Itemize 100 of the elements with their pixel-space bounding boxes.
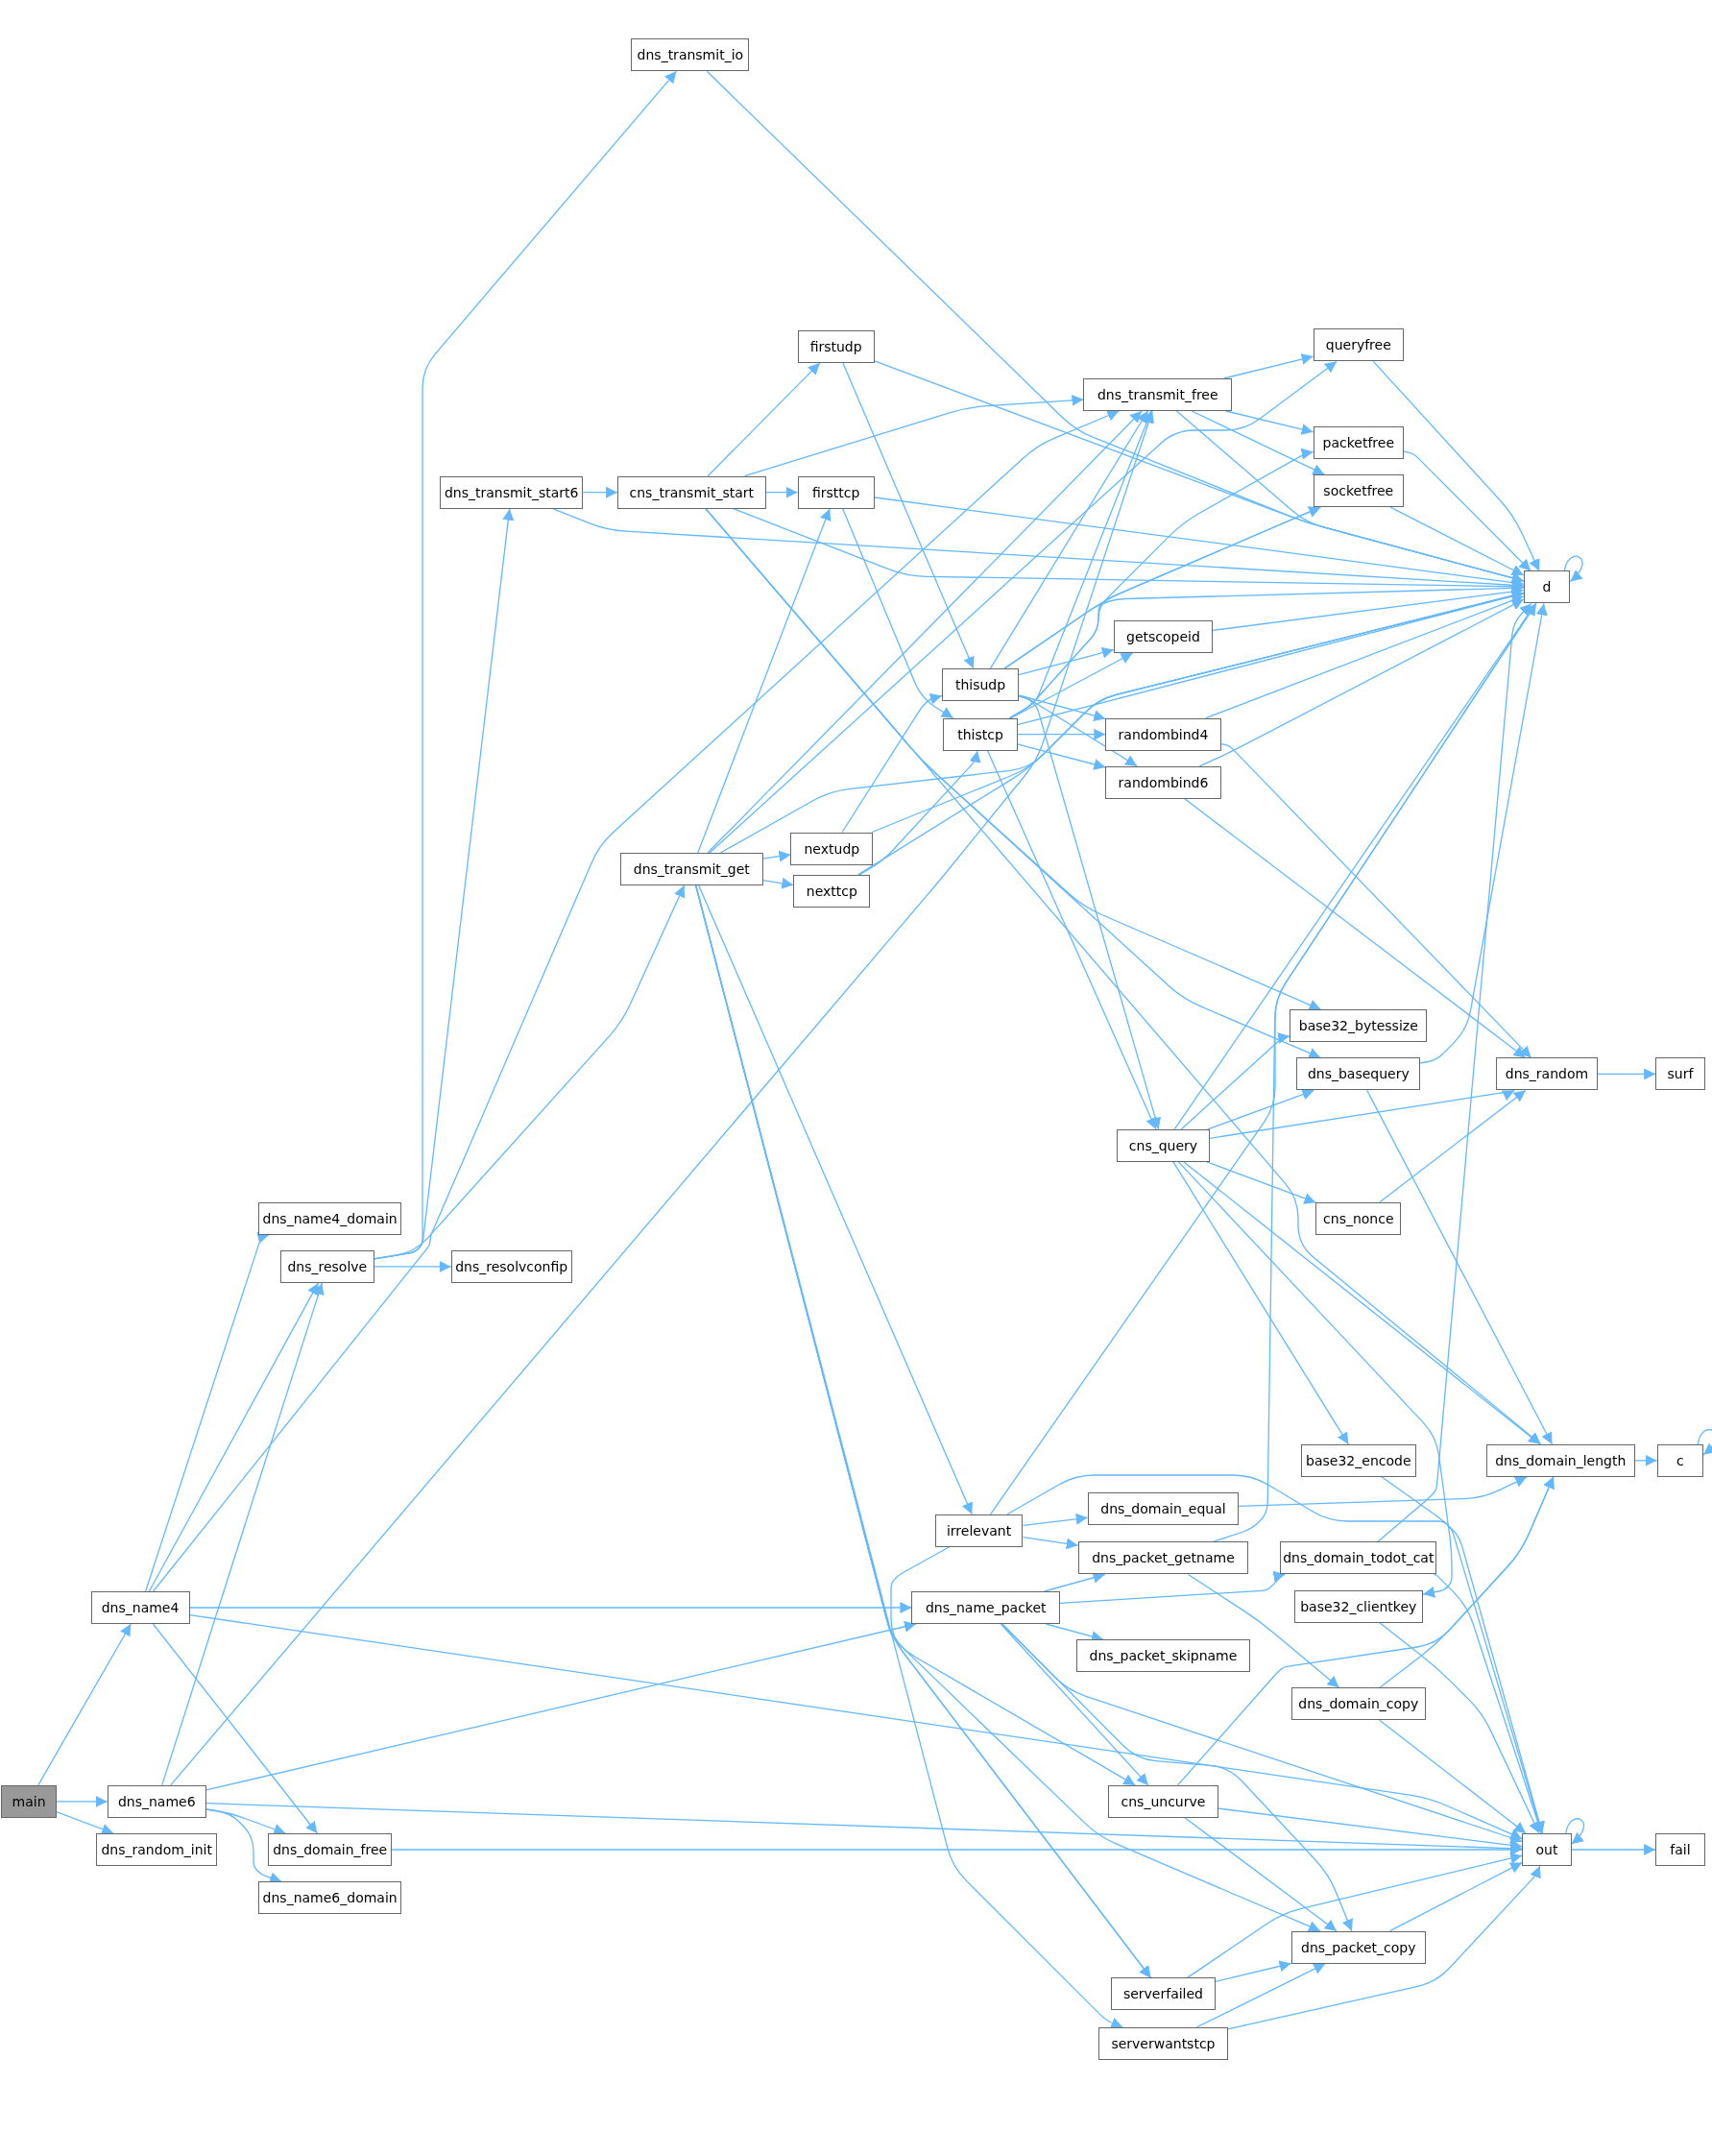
call-arrow bbox=[1419, 602, 1548, 1064]
call-arrow bbox=[1184, 1817, 1338, 1932]
call-arrow bbox=[1175, 410, 1525, 584]
call-arrow bbox=[1186, 1853, 1523, 1979]
call-arrow bbox=[1403, 450, 1531, 572]
call-arrow bbox=[1017, 591, 1525, 726]
call-arrow bbox=[1366, 1089, 1554, 1445]
call-arrow bbox=[707, 410, 1143, 854]
function-box: dns_packet_copy bbox=[1290, 1930, 1426, 1964]
call-arrow bbox=[698, 884, 973, 1515]
function-box: c bbox=[1656, 1443, 1704, 1477]
call-arrow bbox=[1379, 1089, 1527, 1203]
call-arrow bbox=[842, 362, 975, 669]
function-box: firstudp bbox=[797, 329, 875, 363]
call-arrow bbox=[1195, 1963, 1326, 2028]
call-arrow bbox=[1633, 1454, 1658, 1466]
call-arrow bbox=[1191, 410, 1326, 475]
call-arrow bbox=[1378, 1621, 1540, 1834]
call-arrow bbox=[1172, 1161, 1349, 1445]
function-box: dns_domain_todot_cat bbox=[1280, 1541, 1437, 1575]
function-box: dns_domain_equal bbox=[1087, 1491, 1240, 1525]
call-arrow bbox=[709, 360, 1338, 854]
function-box: dns_random bbox=[1496, 1057, 1598, 1091]
call-arrow bbox=[1205, 594, 1525, 719]
function-box: thistcp bbox=[943, 717, 1018, 751]
call-arrow bbox=[695, 884, 1136, 1786]
call-arrow bbox=[188, 1613, 1523, 1840]
call-arrow bbox=[1215, 1960, 1292, 1983]
call-arrow bbox=[1227, 1865, 1541, 2030]
function-box: surf bbox=[1655, 1057, 1705, 1091]
call-arrow bbox=[1212, 586, 1525, 632]
call-arrow bbox=[1389, 506, 1525, 576]
call-arrow bbox=[1225, 410, 1314, 435]
call-arrow bbox=[1017, 728, 1106, 740]
call-arrow bbox=[144, 1232, 271, 1592]
call-arrow bbox=[705, 508, 1542, 1445]
function-box: fail bbox=[1655, 1833, 1705, 1867]
call-arrow bbox=[841, 692, 943, 834]
call-arrow bbox=[743, 394, 1085, 477]
call-arrow bbox=[373, 884, 686, 1260]
call-arrow bbox=[890, 1546, 1152, 1979]
function-box: base32_clientkey bbox=[1293, 1589, 1424, 1623]
function-box: queryfree bbox=[1313, 328, 1405, 362]
function-box: cns_uncurve bbox=[1108, 1784, 1218, 1818]
call-arrow bbox=[764, 486, 799, 498]
function-box: getscopeid bbox=[1113, 620, 1213, 653]
function-box: dns_transmit_io bbox=[631, 38, 750, 72]
call-arrow bbox=[1377, 602, 1532, 1543]
call-arrow bbox=[1187, 1573, 1340, 1688]
call-arrow bbox=[1379, 1476, 1555, 1688]
call-arrow bbox=[1184, 798, 1527, 1059]
function-box: serverfailed bbox=[1111, 1977, 1216, 2011]
call-arrow bbox=[1059, 1570, 1287, 1604]
call-arrow bbox=[205, 1620, 917, 1791]
call-arrow bbox=[1173, 602, 1536, 1130]
call-arrow bbox=[170, 410, 1155, 1786]
call-arrow bbox=[152, 1623, 319, 1834]
call-arrow bbox=[697, 508, 832, 854]
call-arrow bbox=[1022, 1537, 1079, 1550]
function-box: packetfree bbox=[1313, 426, 1405, 460]
call-arrow bbox=[1433, 1573, 1544, 1834]
function-box: thisudp bbox=[941, 668, 1020, 702]
function-box: dns_random_init bbox=[96, 1833, 218, 1867]
function-box: dns_name_packet bbox=[911, 1591, 1061, 1624]
call-arrow bbox=[1219, 742, 1532, 1059]
call-arrow bbox=[161, 1282, 325, 1786]
function-box: dns_packet_skipname bbox=[1076, 1639, 1250, 1673]
function-box: irrelevant bbox=[934, 1514, 1024, 1547]
call-arrow bbox=[1223, 353, 1314, 379]
call-arrow bbox=[205, 1808, 282, 1883]
function-box: dns_basequery bbox=[1296, 1057, 1421, 1091]
function-box: dns_transmit_get bbox=[619, 853, 763, 885]
call-arrow bbox=[1000, 1623, 1149, 1786]
function-box: socketfree bbox=[1313, 474, 1405, 508]
call-arrow bbox=[1001, 1623, 1353, 1932]
function-box: dns_name6_domain bbox=[258, 1881, 402, 1915]
function-box: serverwantstcp bbox=[1098, 2026, 1228, 2060]
call-arrow bbox=[1563, 555, 1583, 583]
call-arrow bbox=[858, 750, 981, 876]
call-arrow bbox=[762, 850, 792, 862]
function-box: cns_nonce bbox=[1315, 1201, 1402, 1235]
call-arrow bbox=[989, 410, 1149, 669]
call-arrow bbox=[1238, 1476, 1528, 1507]
function-box: cns_query bbox=[1116, 1128, 1211, 1162]
call-arrow bbox=[1180, 1031, 1290, 1130]
function-box: dns_transmit_free bbox=[1083, 377, 1233, 411]
function-box: cns_transmit_start bbox=[616, 475, 766, 509]
call-arrow bbox=[707, 362, 821, 477]
function-box: nexttcp bbox=[793, 874, 871, 908]
function-box: dns_packet_getname bbox=[1077, 1541, 1249, 1575]
call-arrow bbox=[56, 1811, 114, 1835]
function-box: dns_resolvconfip bbox=[450, 1249, 572, 1283]
call-arrow bbox=[188, 1602, 913, 1613]
call-arrow bbox=[1565, 1818, 1585, 1845]
call-arrow bbox=[1018, 646, 1115, 676]
call-arrow bbox=[1388, 1861, 1523, 1932]
function-box: dns_name4_domain bbox=[258, 1201, 402, 1235]
call-arrow bbox=[1198, 598, 1525, 767]
call-arrow bbox=[1018, 694, 1106, 722]
call-arrow bbox=[1571, 1844, 1656, 1855]
